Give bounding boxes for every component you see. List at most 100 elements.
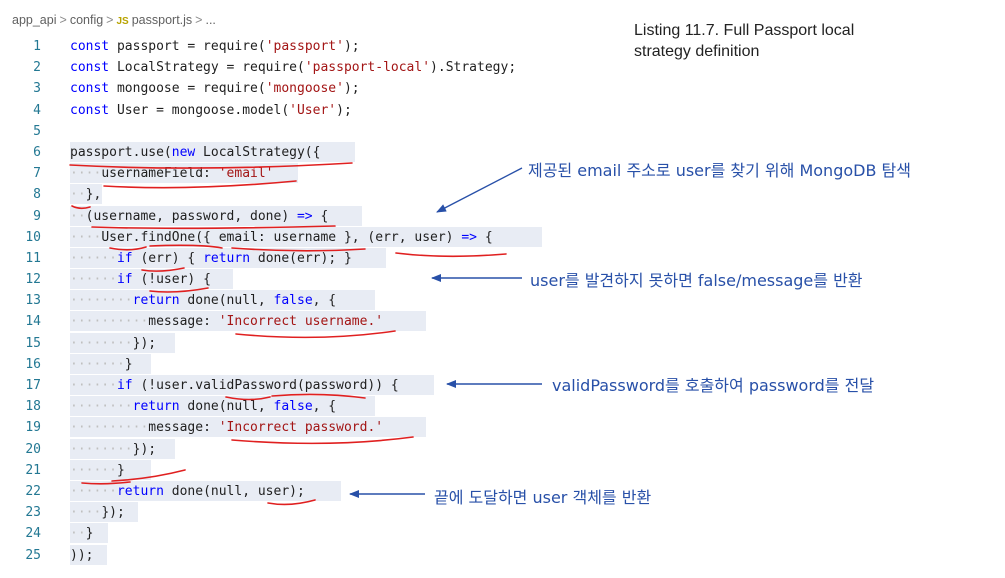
line-number: 14	[25, 314, 41, 330]
whitespace-marker: ····	[70, 229, 102, 245]
code-line[interactable]: 25));	[0, 544, 600, 566]
code-string: 'Incorrect username.'	[218, 314, 384, 330]
code-line[interactable]: 16·······}	[0, 353, 600, 375]
code-line[interactable]: 11······if (err) { return done(err); }	[0, 247, 600, 269]
code-token: );	[343, 81, 360, 97]
line-number: 17	[25, 378, 41, 393]
annotation-return-user: 끝에 도달하면 user 객체를 반환	[434, 488, 652, 507]
code-text: ····User.findOne({ email: username }, (e…	[70, 226, 542, 247]
whitespace-marker: ········	[70, 335, 133, 351]
code-text: ··········message: 'Incorrect password.'	[70, 417, 426, 438]
listing-title-line2: strategy definition	[634, 43, 760, 60]
whitespace-marker: ········	[70, 293, 133, 309]
code-token: (!user.validPassword(password)) {	[132, 378, 399, 393]
line-number: 19	[25, 420, 41, 436]
code-line[interactable]: 8 ··},	[0, 184, 600, 205]
javascript-file-icon: JS	[116, 16, 129, 27]
code-text: ··········message: 'Incorrect username.'	[70, 311, 426, 332]
code-token: , {	[312, 399, 337, 415]
code-keyword: const	[70, 60, 110, 76]
code-keyword: if	[116, 378, 133, 393]
code-token: usernameField:	[101, 166, 219, 182]
code-line[interactable]: 10····User.findOne({ email: username }, …	[0, 226, 600, 248]
line-number: 4	[33, 102, 41, 118]
breadcrumb-folder-config[interactable]: config	[69, 13, 104, 27]
code-keyword: return	[116, 483, 164, 499]
code-token: message:	[148, 314, 219, 330]
code-token: done(null, user);	[163, 483, 305, 499]
whitespace-marker: ······	[70, 483, 117, 499]
code-line[interactable]: 7····usernameField: 'email'	[0, 163, 600, 184]
code-token: );	[343, 39, 360, 54]
annotation-not-found: user를 발견하지 못하면 false/message를 반환	[530, 271, 863, 290]
line-number: 3	[33, 81, 41, 97]
code-token	[274, 166, 282, 181]
code-token: User = mongoose.model(	[109, 102, 290, 118]
code-string: 'mongoose'	[265, 81, 344, 97]
code-line[interactable]: 19 ··········message: 'Incorrect password…	[0, 417, 600, 438]
code-token: });	[132, 441, 157, 457]
code-line[interactable]: 18········return done(null, false, {	[0, 396, 600, 417]
code-token	[383, 420, 391, 435]
code-line[interactable]: 24 ··}	[0, 523, 600, 544]
line-number: 8	[33, 187, 41, 203]
code-string: 'passport-local'	[304, 60, 431, 76]
code-token: {	[477, 229, 493, 245]
listing-title: Listing 11.7. Full Passport local strate…	[634, 20, 854, 62]
code-line[interactable]: 12······if (!user) {	[0, 269, 600, 290]
whitespace-marker: ··	[70, 526, 86, 542]
code-line[interactable]: 21······}	[0, 459, 600, 481]
code-token: },	[85, 187, 102, 203]
code-text: ··},	[70, 184, 102, 205]
code-text: ······if (err) { return done(err); }	[70, 247, 386, 268]
code-keyword: return	[132, 399, 180, 415]
code-keyword: const	[70, 102, 110, 118]
code-text: const LocalStrategy = require('passport-…	[70, 57, 516, 78]
code-text: ··}	[70, 523, 108, 544]
code-keyword: false	[273, 399, 313, 415]
code-line[interactable]: 13········return done(null, false, {	[0, 290, 600, 311]
code-token: done(null,	[179, 399, 274, 415]
code-text: ··(username, password, done) => {	[70, 205, 362, 226]
line-number: 24	[25, 526, 41, 542]
line-number: 25	[25, 547, 41, 563]
code-keyword: new	[171, 144, 196, 160]
code-keyword: if	[116, 250, 133, 266]
line-number: 23	[25, 505, 41, 521]
whitespace-marker: ·······	[70, 356, 125, 372]
breadcrumb-file[interactable]: passport.js	[131, 13, 193, 27]
code-token	[383, 314, 391, 329]
line-number: 16	[25, 356, 41, 372]
code-token: mongoose = require(	[109, 81, 266, 97]
code-line[interactable]: 17······if (!user.validPassword(password…	[0, 375, 600, 396]
code-token: (username, password, done)	[85, 208, 297, 224]
whitespace-marker: ········	[70, 399, 133, 415]
chevron-right-icon: >	[195, 13, 203, 27]
code-keyword: return	[132, 293, 180, 309]
line-number: 21	[25, 462, 41, 478]
line-number: 12	[25, 272, 41, 288]
code-string: 'passport'	[265, 39, 344, 54]
whitespace-marker: ··········	[70, 314, 149, 330]
code-line[interactable]: 14 ··········message: 'Incorrect username…	[0, 311, 600, 332]
code-line[interactable]: 5	[0, 121, 600, 142]
breadcrumb-more[interactable]: ...	[205, 13, 216, 27]
code-token: (!user) {	[132, 272, 211, 288]
line-number: 5	[33, 123, 41, 139]
code-line[interactable]: 9··(username, password, done) => {	[0, 205, 600, 227]
code-line[interactable]: 20········});	[0, 438, 600, 460]
code-line[interactable]: 22······return done(null, user);	[0, 480, 600, 502]
breadcrumb-folder-app-api[interactable]: app_api	[12, 13, 57, 27]
code-keyword: if	[116, 272, 133, 288]
code-keyword: const	[70, 39, 110, 54]
code-line[interactable]: 15········});	[0, 332, 600, 354]
whitespace-marker: ········	[70, 441, 133, 457]
code-line[interactable]: 23····});	[0, 502, 600, 523]
